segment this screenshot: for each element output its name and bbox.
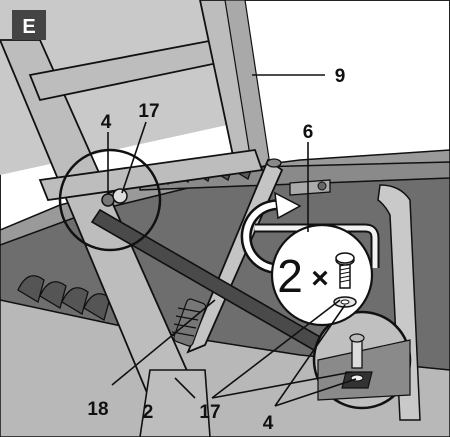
strut-top-cap	[266, 158, 282, 168]
callout-6: 6	[303, 122, 314, 143]
bolt-head-top	[101, 193, 115, 207]
frame-foot	[139, 369, 211, 437]
frame-crossbar-middle	[38, 149, 264, 201]
bolt-head-bottom	[349, 333, 365, 343]
leader-4-bottom-b	[274, 378, 357, 407]
leader-lines	[107, 74, 357, 407]
callout-9: 9	[335, 66, 346, 87]
washer-top	[112, 188, 128, 204]
callout-4-top: 4	[101, 112, 112, 133]
leader-17-bottom-b	[211, 371, 353, 399]
leader-2	[174, 377, 196, 399]
quantity-circle	[270, 223, 374, 327]
callout-17-bottom: 17	[199, 402, 220, 423]
screw-thread	[339, 263, 351, 283]
hex-key	[255, 223, 380, 268]
spring-coil	[171, 298, 207, 347]
step-badge	[12, 10, 46, 40]
bracket-bolt	[317, 181, 327, 191]
detail-circle-bottom	[312, 310, 412, 410]
quantity-count: 2	[277, 250, 303, 302]
leader-4-bottom-a	[274, 304, 346, 407]
detail-circle-top	[58, 148, 162, 252]
quantity-symbol: ×	[311, 262, 329, 295]
callout-2: 2	[143, 402, 154, 423]
left-slot-group	[17, 275, 111, 321]
leader-17-top	[121, 121, 147, 194]
callout-18: 18	[87, 399, 108, 420]
callout-4-bottom: 4	[263, 413, 274, 434]
leader-18	[111, 299, 216, 386]
callout-17-top: 17	[138, 101, 159, 122]
step-letter: E	[22, 16, 35, 38]
leader-17-bottom-a	[211, 299, 341, 399]
